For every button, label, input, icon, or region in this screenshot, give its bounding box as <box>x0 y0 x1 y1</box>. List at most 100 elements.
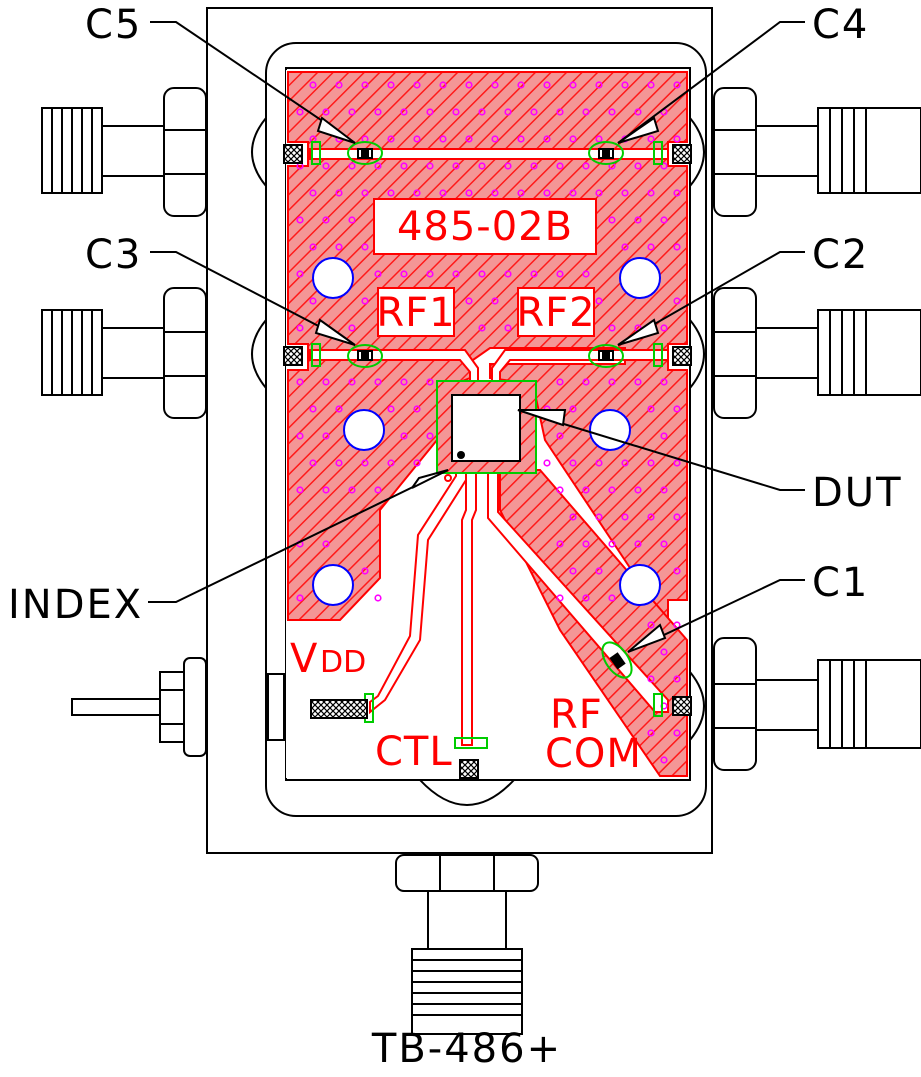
via <box>660 648 668 656</box>
via <box>673 459 681 467</box>
via <box>582 540 590 548</box>
callout-c1: C1 <box>812 560 869 606</box>
via <box>426 108 434 116</box>
via <box>673 297 681 305</box>
via <box>647 135 655 143</box>
via <box>348 216 356 224</box>
edge-pad <box>653 693 663 717</box>
via <box>309 297 317 305</box>
via <box>348 486 356 494</box>
via <box>400 378 408 386</box>
via <box>621 189 629 197</box>
via <box>647 405 655 413</box>
via <box>335 243 343 251</box>
trace-ctl <box>461 469 477 746</box>
via <box>361 243 369 251</box>
edge-pad <box>653 343 663 367</box>
via <box>374 594 382 602</box>
via <box>634 486 642 494</box>
via <box>374 486 382 494</box>
via <box>387 189 395 197</box>
via <box>673 81 681 89</box>
leader-c4 <box>617 21 805 144</box>
com-label: COM <box>545 731 642 777</box>
via <box>569 189 577 197</box>
via <box>400 162 408 170</box>
via <box>387 135 395 143</box>
via <box>296 270 304 278</box>
via <box>361 189 369 197</box>
via <box>673 513 681 521</box>
via <box>556 108 564 116</box>
via <box>413 405 421 413</box>
via <box>504 324 512 332</box>
via <box>634 216 642 224</box>
via <box>556 594 564 602</box>
via <box>569 513 577 521</box>
via <box>413 189 421 197</box>
via <box>491 297 499 305</box>
via <box>660 432 668 440</box>
via <box>348 108 356 116</box>
via <box>439 81 447 89</box>
via <box>504 270 512 278</box>
via <box>348 378 356 386</box>
via <box>608 324 616 332</box>
via <box>361 81 369 89</box>
vdd-label-dd: DD <box>320 645 366 680</box>
via <box>387 459 395 467</box>
via <box>582 486 590 494</box>
via <box>374 162 382 170</box>
capacitor-c4 <box>588 141 624 165</box>
callout-leaders <box>148 21 805 653</box>
via <box>621 513 629 521</box>
via <box>452 108 460 116</box>
via <box>621 81 629 89</box>
via <box>647 621 655 629</box>
via <box>426 270 434 278</box>
via <box>361 567 369 575</box>
via-array <box>296 81 681 764</box>
via <box>517 81 525 89</box>
rf2-label: RF2 <box>516 290 595 336</box>
edge-pad <box>653 141 663 165</box>
via <box>296 324 304 332</box>
callout-c3: C3 <box>85 232 142 278</box>
via <box>322 540 330 548</box>
via <box>374 108 382 116</box>
trace-rfcom <box>487 469 669 713</box>
via <box>595 81 603 89</box>
via <box>582 270 590 278</box>
rf1-label-box: RF1 <box>376 287 455 337</box>
rf-traces <box>309 148 669 746</box>
via <box>660 162 668 170</box>
via <box>543 459 551 467</box>
via <box>478 108 486 116</box>
via <box>660 486 668 494</box>
via <box>647 189 655 197</box>
via <box>543 189 551 197</box>
via <box>322 162 330 170</box>
via <box>595 297 603 305</box>
via <box>673 405 681 413</box>
via <box>673 135 681 143</box>
via <box>322 432 330 440</box>
via <box>322 486 330 494</box>
via <box>478 270 486 278</box>
mount-hole <box>619 257 661 299</box>
via <box>478 324 486 332</box>
fixture-title: TB-486+ <box>371 1026 562 1072</box>
via <box>465 189 473 197</box>
via <box>556 486 564 494</box>
capacitor-c1 <box>601 641 633 679</box>
via <box>660 324 668 332</box>
dut-index-dot <box>457 451 465 459</box>
rf2-label-box: RF2 <box>516 287 595 337</box>
via <box>322 378 330 386</box>
via <box>335 459 343 467</box>
via <box>296 108 304 116</box>
left-connector-middle <box>41 287 267 419</box>
via <box>348 324 356 332</box>
trace-vdd <box>369 469 467 715</box>
via <box>608 594 616 602</box>
